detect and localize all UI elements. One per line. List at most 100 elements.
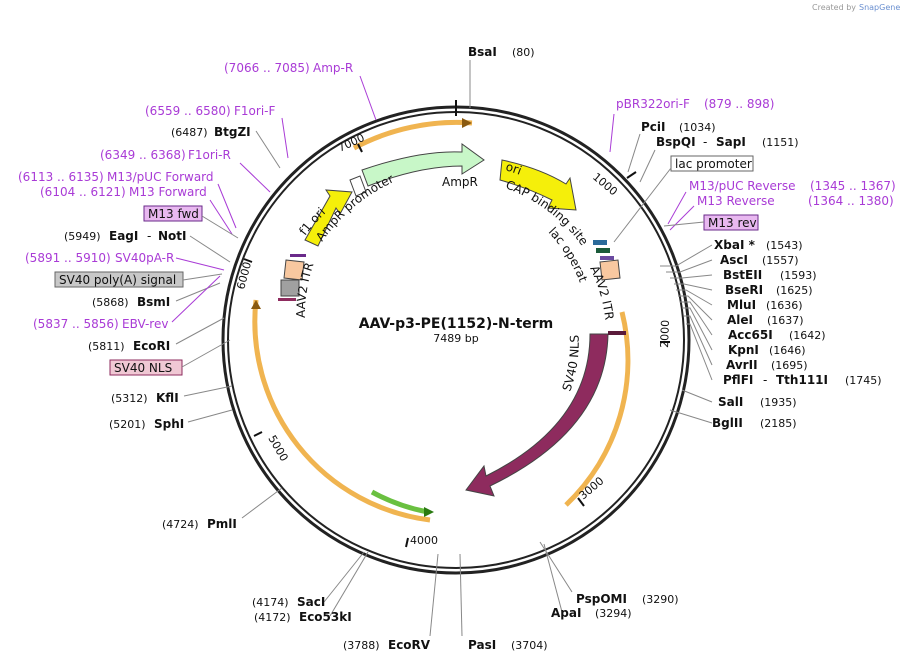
enzyme-avrii-pos: (1695) <box>771 359 808 372</box>
primer-leaders <box>171 75 695 323</box>
enzyme-asci-pos: (1557) <box>762 254 799 267</box>
enzyme-alei-pos: (1637) <box>767 314 804 327</box>
enzyme-sphi-pos: (5201) <box>109 418 146 431</box>
enzyme-pflfi: PflFI <box>723 373 753 387</box>
lac-operator-feature <box>596 248 610 253</box>
enzyme-bseri-pos: (1625) <box>776 284 813 297</box>
ori-label: ori <box>504 159 524 177</box>
tick-5000: 5000 <box>265 433 290 464</box>
sv40-nls-feature <box>608 331 626 335</box>
m13-fwd-box <box>143 205 203 222</box>
box-leaders <box>181 167 705 368</box>
enzyme-bspqi-dash: - <box>703 135 707 149</box>
enzyme-bseri: BseRI <box>725 283 763 297</box>
m13-fwd-feature <box>290 254 306 257</box>
enzyme-pcii-pos: (1034) <box>679 121 716 134</box>
aav2-itr-right-feature <box>599 259 621 281</box>
primer-m13puc-rev-range: (1345 .. 1367) <box>810 179 896 193</box>
sv40-polya-box-label: SV40 poly(A) signal <box>59 273 176 287</box>
primer-ebv-rev-name: EBV-rev <box>122 317 168 331</box>
primer-f1ori-r-name: F1ori-R <box>188 148 231 162</box>
enzyme-bspqi: BspQI <box>656 135 696 149</box>
sv40-nls-box <box>109 359 183 376</box>
plasmid-name: AAV-p3-PE(1152)-N-term <box>359 316 554 332</box>
tick-2000: 2000 <box>658 320 672 348</box>
sv40-nls-box-label: SV40 NLS <box>114 361 172 375</box>
enzyme-apai-pos: (3294) <box>595 607 632 620</box>
ampr-feature <box>361 143 485 187</box>
enzyme-kpni: KpnI <box>728 343 759 357</box>
enzyme-bsteii-pos: (1593) <box>780 269 817 282</box>
enzyme-acc65i: Acc65I <box>728 328 773 342</box>
enzyme-bsai: BsaI <box>468 45 497 59</box>
enzyme-alei: AleI <box>727 313 753 327</box>
sv40-polya-feature <box>280 279 300 297</box>
enzyme-leaders <box>175 60 713 637</box>
enzyme-ecori: EcoRI <box>133 339 170 353</box>
enzyme-mlui: MluI <box>727 298 756 312</box>
enzyme-eco53ki-pos: (4172) <box>254 611 291 624</box>
enzyme-sapi-pos: (1151) <box>762 136 799 149</box>
tick-marks <box>243 143 670 548</box>
enzyme-pcii: PciI <box>641 120 666 134</box>
primer-f1ori-f-range: (6559 .. 6580) <box>145 104 231 118</box>
cap-site-feature <box>593 240 607 245</box>
primer-ebv-rev-range: (5837 .. 5856) <box>33 317 119 331</box>
band-arrow-top <box>462 118 472 128</box>
credit-prefix: Created by <box>812 3 856 12</box>
enzyme-xbai-pos: (1543) <box>766 239 803 252</box>
enzyme-sapi: SapI <box>716 135 746 149</box>
enzyme-acc65i-pos: (1642) <box>789 329 826 342</box>
plasmid-size: 7489 bp <box>433 332 478 345</box>
enzyme-ecori-pos: (5811) <box>88 340 125 353</box>
lac-promoter-box <box>670 155 754 172</box>
lac-promoter-feature <box>600 256 614 260</box>
enzyme-bsai-pos: (80) <box>512 46 535 59</box>
green-band-arrow <box>424 507 434 517</box>
enzyme-mlui-pos: (1636) <box>766 299 803 312</box>
enzyme-eagi-pos: (5949) <box>64 230 101 243</box>
sv40-nls-small-feature <box>278 298 296 301</box>
enzyme-asci: AscI <box>720 253 748 267</box>
enzyme-pmli: PmlI <box>207 517 237 531</box>
lac-promoter-box-label: lac promoter <box>675 157 752 171</box>
enzyme-bglii: BglII <box>712 416 743 430</box>
m13-fwd-box-label: M13 fwd <box>148 207 199 221</box>
cas9n-label: Cas9(N) <box>552 437 593 482</box>
cas9n-feature <box>465 333 609 497</box>
primer-m13puc-fwd-range: (6113 .. 6135) <box>18 170 104 184</box>
enzyme-sali-pos: (1935) <box>760 396 797 409</box>
enzyme-bsmi-pos: (5868) <box>92 296 129 309</box>
primer-m13-fwd-range: (6104 .. 6121) <box>40 185 126 199</box>
enzyme-eagi: EagI <box>109 229 138 243</box>
ampr-promoter-feature <box>349 175 367 197</box>
primer-m13puc-fwd-name: M13/pUC Forward <box>107 170 214 184</box>
sv40-nls-label: SV40 NLS <box>560 335 582 393</box>
primer-f1ori-r-range: (6349 .. 6368) <box>100 148 186 162</box>
credit-brand: SnapGene <box>859 3 900 12</box>
tick-1000: 1000 <box>590 170 620 198</box>
aav2-itr-left-feature <box>283 259 305 281</box>
enzyme-sphi: SphI <box>154 417 184 431</box>
enzyme-avrii: AvrII <box>726 358 758 372</box>
enzyme-eco53ki: Eco53kI <box>299 610 352 624</box>
enzyme-bsmi: BsmI <box>137 295 170 309</box>
tick-4000: 4000 <box>410 534 438 547</box>
band-arrow-left <box>251 300 261 309</box>
primer-sv40pa-r-name: SV40pA-R <box>115 251 174 265</box>
enzyme-pmli-pos: (4724) <box>162 518 199 531</box>
enzyme-bglii-pos: (2185) <box>760 417 797 430</box>
primer-ampr-name: Amp-R <box>313 61 353 75</box>
ori-feature <box>499 159 577 211</box>
primer-m13-rev-name: M13 Reverse <box>697 194 775 208</box>
enzyme-pasi: PasI <box>468 638 496 652</box>
primer-f1ori-f-name: F1ori-F <box>234 104 275 118</box>
enzyme-pflfi-dash: - <box>763 373 767 387</box>
enzyme-kfli-pos: (5312) <box>111 392 148 405</box>
enzyme-apai: ApaI <box>551 606 581 620</box>
enzyme-ecorv-pos: (3788) <box>343 639 380 652</box>
primer-pbr322ori-f-name: pBR322ori-F <box>616 97 690 111</box>
enzyme-pspomi: PspOMI <box>576 592 627 606</box>
enzyme-btgzi-pos: (6487) <box>171 126 208 139</box>
